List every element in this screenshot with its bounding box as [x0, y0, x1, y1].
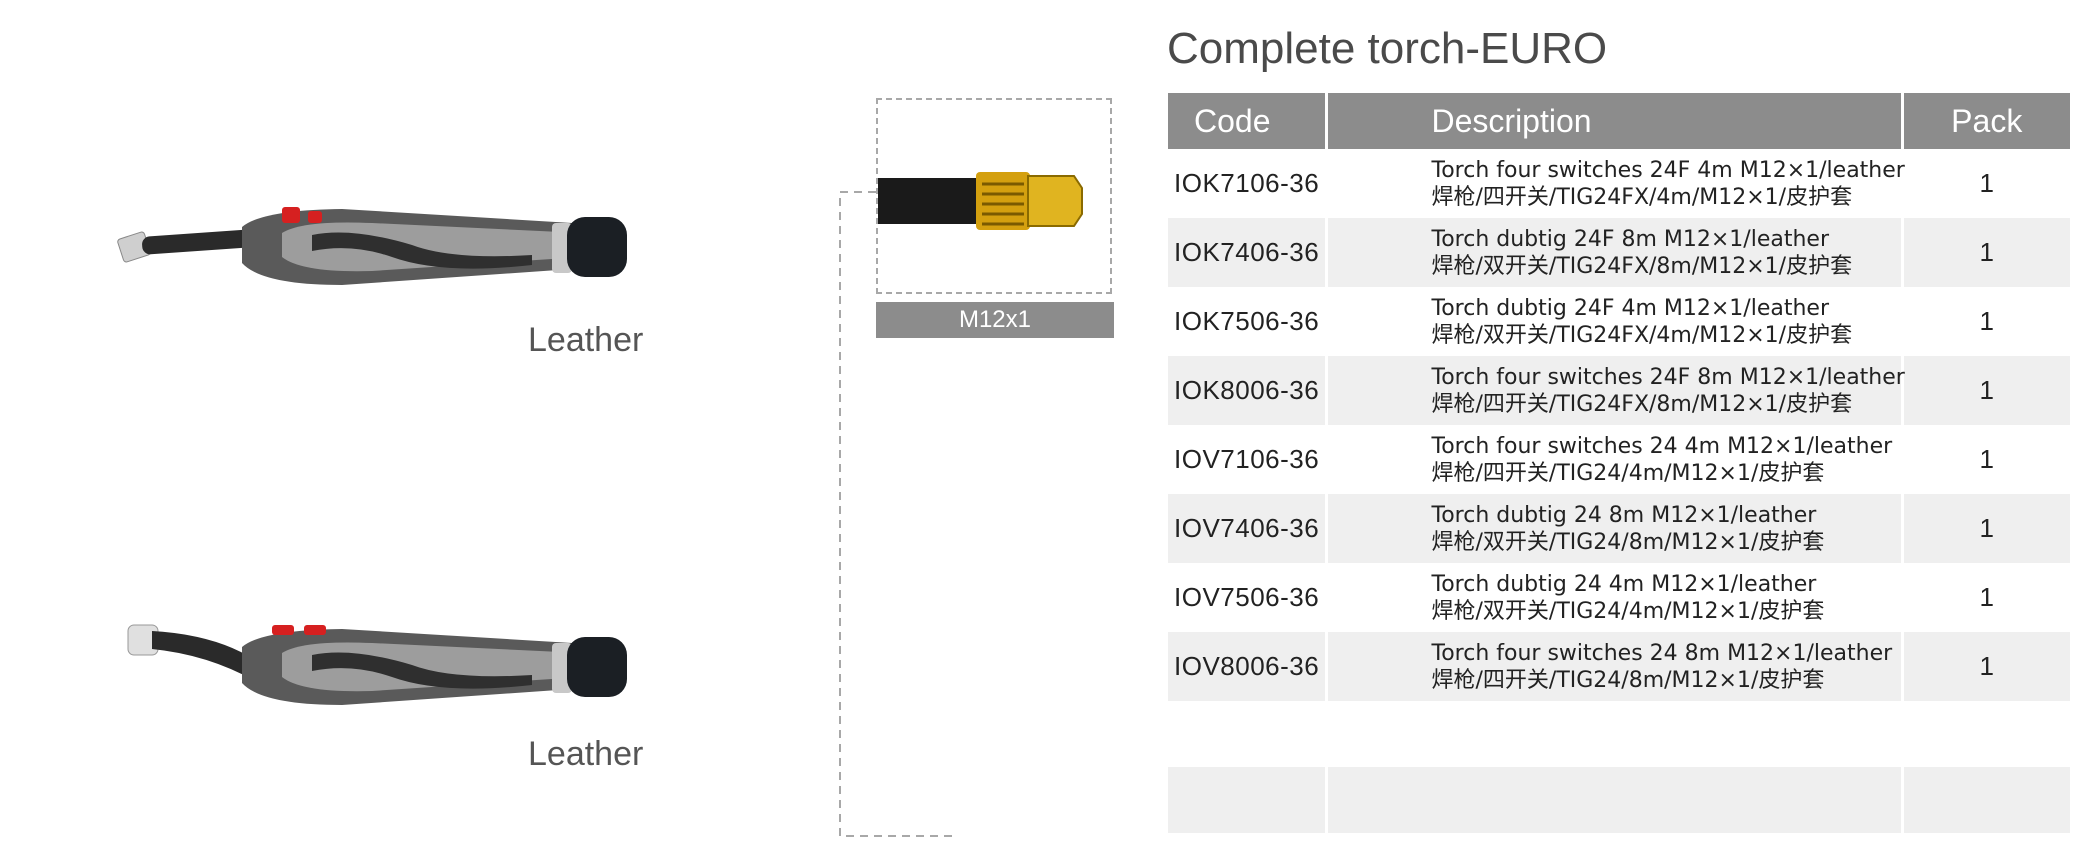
desc-cn: 焊枪/四开关/TIG24FX/8m/M12×1/皮护套: [1431, 391, 1853, 417]
table-header-row: Code Description Pack: [1168, 93, 2070, 149]
desc-en: Torch four switches 24F 8m M12×1/leather: [1431, 364, 1905, 390]
desc-cn: 焊枪/双开关/TIG24/4m/M12×1/皮护套: [1431, 598, 1825, 624]
header-pack: Pack: [1902, 93, 2070, 149]
cell-description: Torch four switches 24F 8m M12×1/leather…: [1326, 356, 1905, 425]
desc-cn: 焊枪/双开关/TIG24FX/8m/M12×1/皮护套: [1431, 253, 1853, 279]
connector-detail-frame: [876, 98, 1112, 294]
cell-code: IOK8006-36: [1168, 356, 1328, 425]
cell-code: IOK7506-36: [1168, 287, 1328, 356]
table-row: IOV8006-36 Torch four switches 24 8m M12…: [1168, 632, 2070, 701]
cell-code: IOV7506-36: [1168, 563, 1328, 632]
table-row: IOK8006-36 Torch four switches 24F 8m M1…: [1168, 356, 2070, 425]
cell-pack: 1: [1979, 168, 1994, 198]
desc-en: Torch four switches 24 4m M12×1/leather: [1431, 433, 1893, 459]
cell-pack: 1: [1979, 444, 1994, 474]
cell-pack: 1: [1902, 494, 2070, 563]
desc-en: Torch four switches 24 8m M12×1/leather: [1431, 640, 1893, 666]
table-row: IOK7106-36 Torch four switches 24F 4m M1…: [1168, 149, 2070, 218]
connector-image: [878, 172, 1083, 230]
page-title: Complete torch-EURO: [1167, 24, 1608, 73]
torch-image-2: [112, 605, 632, 715]
cell-code: IOV7406-36: [1168, 494, 1328, 563]
header-description: Description: [1326, 93, 1904, 149]
cell-pack: 1: [1902, 218, 2070, 287]
torch-label-1: Leather: [528, 321, 644, 359]
connector-size-label: M12x1: [876, 302, 1114, 338]
header-code: Code: [1168, 93, 1328, 149]
table-row-empty: [1168, 701, 2070, 767]
torch-label-2: Leather: [528, 735, 644, 773]
cell-code: IOK7406-36: [1168, 218, 1328, 287]
cell-pack: 1: [1902, 356, 2070, 425]
table-row: IOV7406-36 Torch dubtig 24 8m M12×1/leat…: [1168, 494, 2070, 563]
table-row: IOV7106-36 Torch four switches 24 4m M12…: [1168, 425, 2070, 494]
desc-cn: 焊枪/双开关/TIG24FX/4m/M12×1/皮护套: [1431, 322, 1853, 348]
desc-en: Torch four switches 24F 4m M12×1/leather: [1431, 157, 1905, 183]
cell-pack: 1: [1979, 582, 1994, 612]
desc-en: Torch dubtig 24 8m M12×1/leather: [1431, 502, 1817, 528]
table-row: IOV7506-36 Torch dubtig 24 4m M12×1/leat…: [1168, 563, 2070, 632]
desc-en: Torch dubtig 24F 4m M12×1/leather: [1431, 295, 1829, 321]
torch-image-1: [112, 185, 632, 295]
cell-code: IOV8006-36: [1168, 632, 1328, 701]
desc-en: Torch dubtig 24F 8m M12×1/leather: [1431, 226, 1829, 252]
desc-cn: 焊枪/四开关/TIG24/8m/M12×1/皮护套: [1431, 667, 1825, 693]
cell-code: IOV7106-36: [1168, 425, 1328, 494]
cell-code: IOK7106-36: [1168, 149, 1328, 218]
cell-pack: 1: [1902, 632, 2070, 701]
desc-cn: 焊枪/四开关/TIG24/4m/M12×1/皮护套: [1431, 460, 1825, 486]
desc-cn: 焊枪/四开关/TIG24FX/4m/M12×1/皮护套: [1431, 184, 1853, 210]
cell-pack: 1: [1979, 306, 1994, 336]
desc-cn: 焊枪/双开关/TIG24/8m/M12×1/皮护套: [1431, 529, 1825, 555]
bracket-line: [839, 191, 956, 837]
desc-en: Torch dubtig 24 4m M12×1/leather: [1431, 571, 1817, 597]
table-row: IOK7506-36 Torch dubtig 24F 4m M12×1/lea…: [1168, 287, 2070, 356]
table-row: IOK7406-36 Torch dubtig 24F 8m M12×1/lea…: [1168, 218, 2070, 287]
table-row-empty: [1168, 767, 2070, 833]
product-table: Code Description Pack IOK7106-36 Torch f…: [1168, 93, 2070, 833]
cell-description: Torch four switches 24F 4m M12×1/leather…: [1326, 149, 1905, 218]
